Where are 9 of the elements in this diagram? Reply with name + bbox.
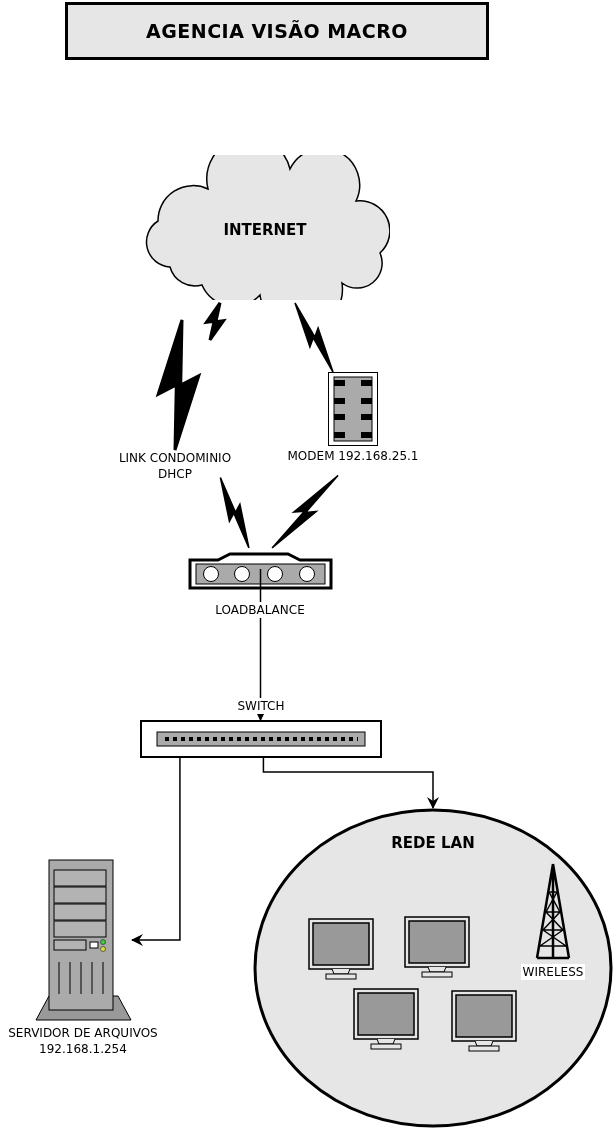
lightning-link — [219, 476, 250, 549]
lightning-link — [294, 302, 334, 373]
arrow — [131, 757, 181, 946]
link-label: LINK CONDOMINIO DHCP — [112, 450, 238, 500]
arrow — [262, 757, 439, 809]
device-label: WIRELESS — [519, 964, 587, 980]
lightning-link — [271, 474, 339, 549]
title-box: AGENCIA VISÃO MACRO — [65, 2, 489, 60]
lightning-link — [155, 301, 227, 452]
